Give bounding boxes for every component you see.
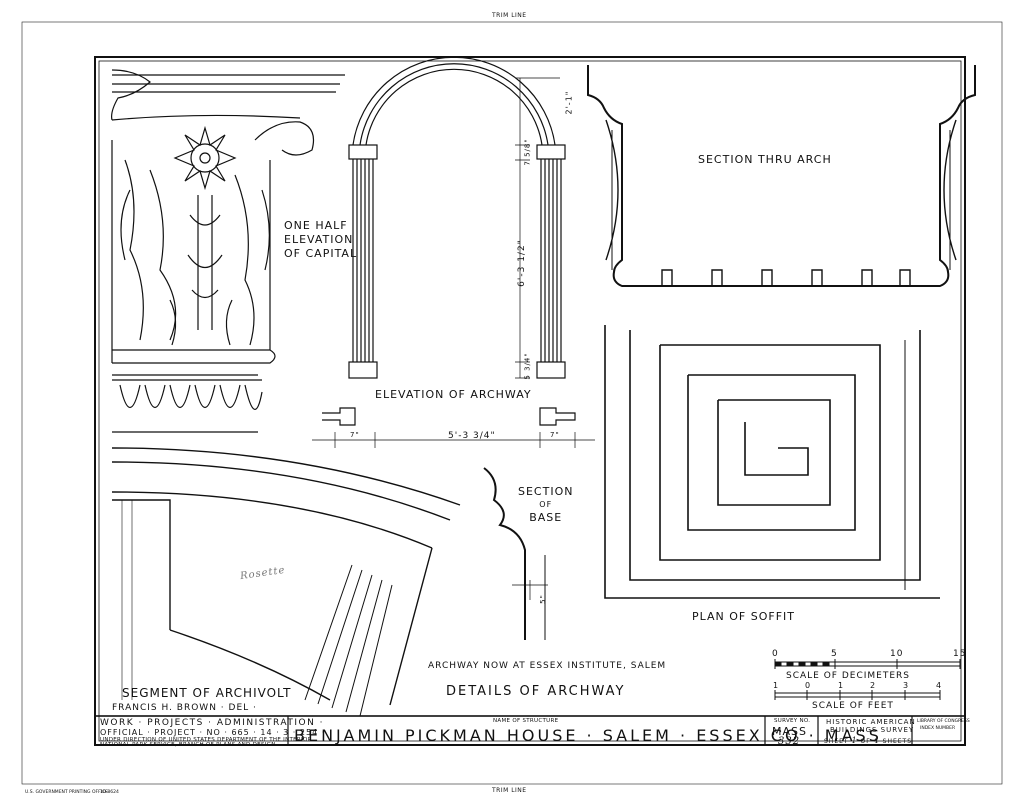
feet-tick-2: 1 — [838, 681, 845, 690]
details-title: DETAILS OF ARCHWAY — [446, 684, 626, 699]
half-elevation-label: ONE HALF ELEVATION OF CAPITAL — [284, 219, 357, 261]
decimeter-tick-1: 5 — [831, 649, 838, 659]
habs-line-1: HISTORIC AMERICAN — [826, 718, 916, 726]
feet-scale-label: SCALE OF FEET — [812, 701, 894, 711]
dim-base-profile: 5" — [538, 594, 547, 604]
archivolt-segment — [111, 447, 461, 717]
loc-line-1: LIBRARY OF CONGRESS — [917, 719, 970, 724]
capital-half-elevation — [111, 69, 345, 433]
of-word: OF — [860, 738, 871, 745]
decimeter-tick-2: 10 — [890, 649, 904, 659]
scale-bars — [774, 659, 961, 700]
survey-caption: SURVEY NO. — [774, 718, 811, 724]
dim-arch-rise: 2'-1" — [564, 90, 574, 115]
base-section — [483, 467, 548, 640]
decimeter-tick-0: 0 — [772, 649, 779, 659]
sheet-total: 4 — [873, 736, 880, 745]
sheets-word: SHEETS — [882, 738, 913, 745]
trim-frame — [21, 21, 1003, 785]
feet-tick-5: 4 — [936, 681, 943, 690]
wpa-line-4: NATIONAL PARK SERVICE, BRANCH OF PLANS A… — [100, 742, 276, 748]
archway-location-note: ARCHWAY NOW AT ESSEX INSTITUTE, SALEM — [428, 661, 667, 671]
dim-right-pier: 7" — [550, 431, 560, 439]
loc-line-2: INDEX NUMBER — [920, 726, 956, 731]
feet-tick-4: 3 — [903, 681, 910, 690]
dim-shaft-height: 6'-3 1/2" — [516, 239, 527, 287]
dim-overall-width: 5'-3 3/4" — [448, 431, 496, 441]
sheet-count: SHEET 1 OF 4 SHEETS — [824, 736, 912, 745]
feet-tick-1: 0 — [805, 681, 812, 690]
archway-elevation — [312, 56, 595, 448]
section-base-line-3: BASE — [529, 511, 563, 524]
wpa-line-2: OFFICIAL · PROJECT · NO · 665 · 14 · 3 ·… — [100, 728, 326, 737]
structure-name: BENJAMIN PICKMAN HOUSE · SALEM · ESSEX C… — [294, 726, 882, 745]
survey-number: 332 — [778, 736, 801, 747]
section-base-line-1: SECTION — [518, 485, 574, 498]
drawing-border-inner — [98, 60, 962, 742]
trim-line-top: TRIM LINE — [492, 12, 527, 19]
wpa-line-3: UNDER DIRECTION OF UNITED STATES DEPARTM… — [100, 737, 312, 743]
section-arch-label: SECTION THRU ARCH — [698, 153, 832, 166]
sheet-word: SHEET — [824, 738, 849, 745]
habs-line-2: BUILDINGS SURVEY — [830, 726, 915, 734]
dim-capital-height: 7 5/8" — [523, 138, 532, 166]
half-elevation-line-1: ONE HALF — [284, 219, 348, 232]
half-elevation-line-3: OF CAPITAL — [284, 247, 358, 260]
sheet-number: 1 — [851, 736, 858, 745]
name-caption: NAME OF STRUCTURE — [493, 718, 559, 724]
plan-soffit-label: PLAN OF SOFFIT — [692, 610, 796, 623]
decimeter-scale-label: SCALE OF DECIMETERS — [786, 671, 910, 681]
feet-tick-0: 1 — [773, 681, 780, 690]
decimeter-tick-3: 15 — [953, 649, 967, 659]
section-base-line-2: OF — [539, 500, 553, 509]
trim-line-bottom: TRIM LINE — [492, 787, 527, 794]
feet-tick-3: 2 — [870, 681, 877, 690]
delineator: FRANCIS H. BROWN · DEL · — [112, 703, 257, 713]
segment-archivolt-label: SEGMENT OF ARCHIVOLT — [122, 686, 292, 700]
half-elevation-line-2: ELEVATION — [284, 233, 354, 246]
elevation-archway-label: ELEVATION OF ARCHWAY — [375, 388, 532, 401]
wpa-line-1: WORK · PROJECTS · ADMINISTRATION · — [100, 718, 325, 728]
dim-base-height: 5 3/4" — [523, 352, 532, 380]
title-block-frame — [94, 715, 966, 746]
dim-left-pier: 7" — [350, 431, 360, 439]
soffit-plan — [604, 325, 940, 599]
section-base-label: SECTION OF BASE — [518, 485, 573, 524]
printer-code: 10-8624 — [100, 790, 119, 795]
arch-section — [587, 65, 976, 287]
survey-state: MASS — [772, 725, 807, 738]
printer-note: U.S. GOVERNMENT PRINTING OFFICE — [25, 790, 109, 795]
